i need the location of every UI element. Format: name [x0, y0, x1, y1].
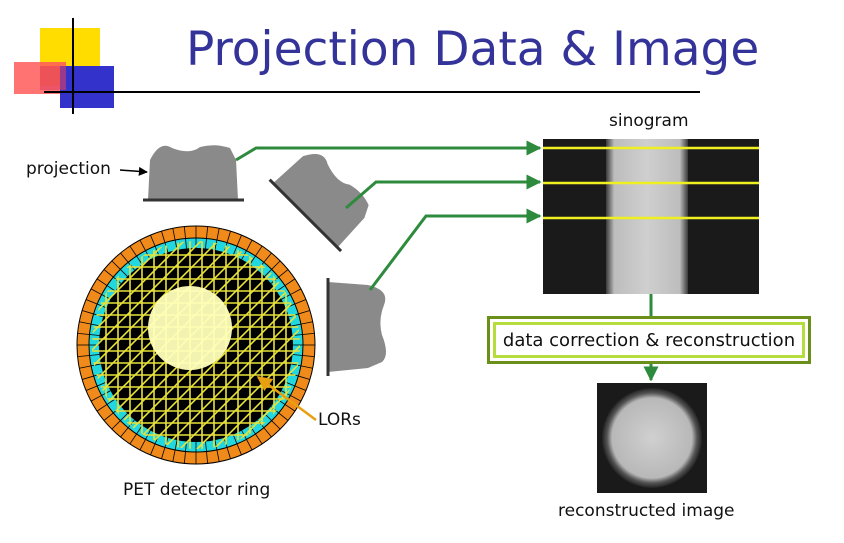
correction-label: data correction & reconstruction — [502, 329, 796, 351]
projection-1 — [143, 145, 244, 202]
logo-squares-icon — [14, 18, 700, 114]
reconstructed-label: reconstructed image — [558, 501, 735, 521]
reconstructed-image — [597, 383, 707, 493]
slide-title: Projection Data & Image — [186, 22, 760, 77]
projection-2 — [268, 154, 369, 253]
pet-detector-ring — [76, 225, 316, 465]
projection-3 — [326, 278, 386, 376]
sinogram-label: sinogram — [609, 111, 689, 131]
sinogram-image — [543, 139, 759, 294]
right-arrow-icon — [235, 140, 542, 291]
correction-box: data correction & reconstruction — [487, 316, 811, 364]
object-disk — [148, 286, 232, 370]
lors-pointer — [256, 375, 317, 422]
projection-label: projection — [26, 159, 111, 179]
projection-pointer — [119, 166, 148, 176]
detector-ring-label: PET detector ring — [123, 480, 271, 500]
detector-segments-outer — [77, 226, 315, 464]
lors-label: LORs — [318, 410, 361, 430]
